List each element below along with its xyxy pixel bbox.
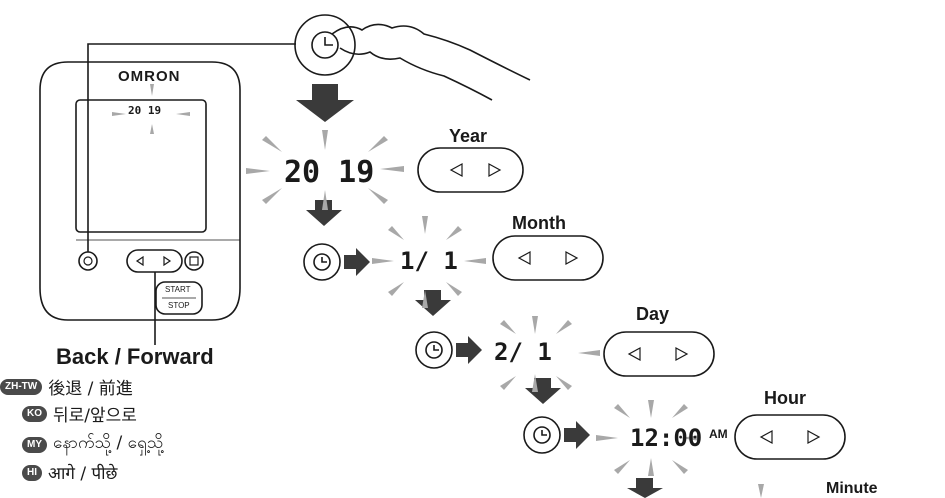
- arrow-icon: [564, 421, 590, 449]
- step-title-year: Year: [449, 126, 488, 146]
- translation-text: 後退 / 前進: [48, 379, 133, 399]
- back-forward-caption: Back / Forward: [56, 344, 214, 369]
- arrow-icon: [525, 378, 561, 404]
- hour-display: 12:00: [630, 424, 703, 452]
- device-memory-button[interactable]: [184, 251, 204, 271]
- hour-clock-button[interactable]: [523, 416, 561, 454]
- right-triangle-icon: [488, 162, 502, 178]
- month-display: 1/ 1: [400, 247, 458, 275]
- device-screen-year: 20 19: [128, 104, 162, 117]
- translation-text: आगे / पीछे: [48, 464, 118, 484]
- translation-ko: KO 뒤로/앞으로: [22, 401, 137, 426]
- arrow-icon: [296, 84, 354, 122]
- day-clock-button[interactable]: [415, 331, 453, 369]
- year-pill[interactable]: [417, 147, 524, 193]
- clock-leader-line: [87, 43, 296, 252]
- year-display: 20 19: [284, 155, 375, 190]
- translation-hi: HI आगे / पीछे: [22, 461, 117, 484]
- device-screen: [75, 99, 207, 233]
- step-title-month: Month: [512, 213, 566, 233]
- clock-icon: [311, 31, 339, 59]
- translation-my: MY နောက်သို့ / ရှေ့သို့: [22, 432, 163, 457]
- arrow-icon: [344, 248, 370, 276]
- hour-am-suffix: AM: [709, 427, 728, 441]
- translation-zh-tw: ZH-TW 後退 / 前進: [0, 374, 133, 399]
- month-pill[interactable]: [492, 235, 604, 281]
- lang-badge: MY: [22, 436, 47, 453]
- arrow-icon: [456, 336, 482, 364]
- arrow-icon: [627, 478, 663, 498]
- left-triangle-icon: [449, 162, 463, 178]
- lang-badge: ZH-TW: [0, 378, 43, 395]
- arrow-icon: [415, 290, 451, 316]
- lang-badge: HI: [22, 464, 42, 481]
- translation-text: နောက်သို့ / ရှေ့သို့: [53, 433, 164, 453]
- arrow-icon: [306, 200, 342, 226]
- device-brand: OMRON: [118, 68, 181, 85]
- hour-pill[interactable]: [734, 414, 846, 460]
- device-start-label: START: [165, 285, 191, 294]
- device-clock-button[interactable]: [78, 251, 98, 271]
- hand-icon: [331, 23, 531, 101]
- day-display: 2/ 1: [494, 338, 552, 366]
- lang-badge: KO: [22, 405, 47, 422]
- clock-button-large[interactable]: [294, 14, 356, 76]
- step-title-hour: Hour: [764, 388, 806, 408]
- step-title-day: Day: [636, 304, 670, 324]
- translation-text: 뒤로/앞으로: [53, 406, 137, 426]
- device-start-stop-button[interactable]: [155, 281, 203, 315]
- day-pill[interactable]: [603, 331, 715, 377]
- device-body: [39, 61, 241, 321]
- step-title-minute: Minute: [826, 480, 878, 497]
- device-stop-label: STOP: [168, 301, 190, 310]
- month-clock-button[interactable]: [303, 243, 341, 281]
- device-nav-button[interactable]: [126, 249, 183, 273]
